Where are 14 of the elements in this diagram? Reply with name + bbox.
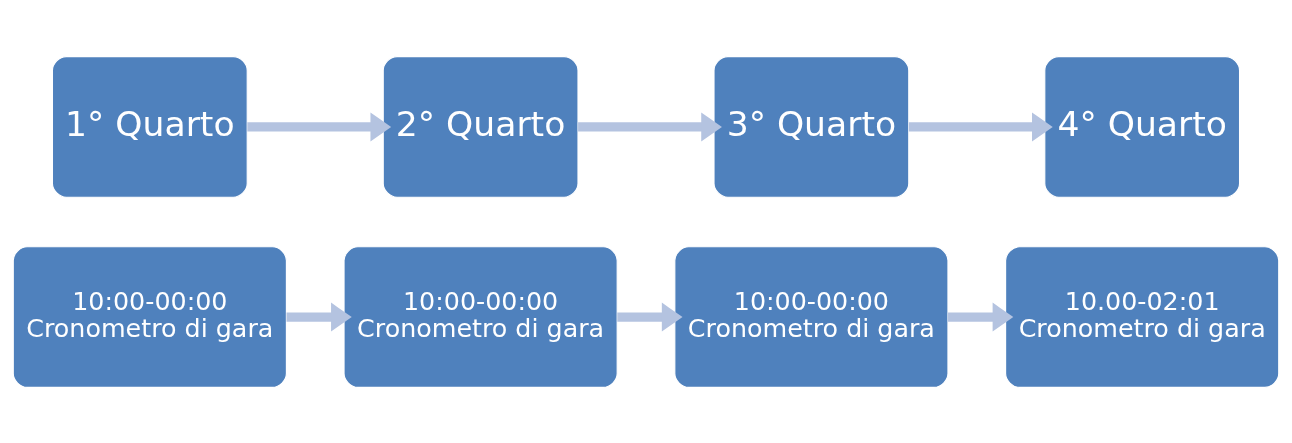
- arrow: [247, 111, 392, 141]
- node-box: 1° Quarto: [51, 55, 248, 198]
- node-box: 2° Quarto: [382, 55, 579, 198]
- arrow: [578, 111, 722, 141]
- node-box: 10:00-00:00 Cronometro di gara: [12, 245, 287, 388]
- node-box: 10:00-00:00 Cronometro di gara: [343, 245, 618, 388]
- node-box: 4° Quarto: [1044, 55, 1241, 198]
- node-box: 3° Quarto: [713, 55, 910, 198]
- node-box: 10.00-02:01 Cronometro di gara: [1005, 245, 1280, 388]
- arrow: [617, 302, 683, 332]
- arrow: [286, 302, 352, 332]
- node-box: 10:00-00:00 Cronometro di gara: [674, 245, 949, 388]
- arrow: [948, 302, 1014, 332]
- arrow: [908, 111, 1053, 141]
